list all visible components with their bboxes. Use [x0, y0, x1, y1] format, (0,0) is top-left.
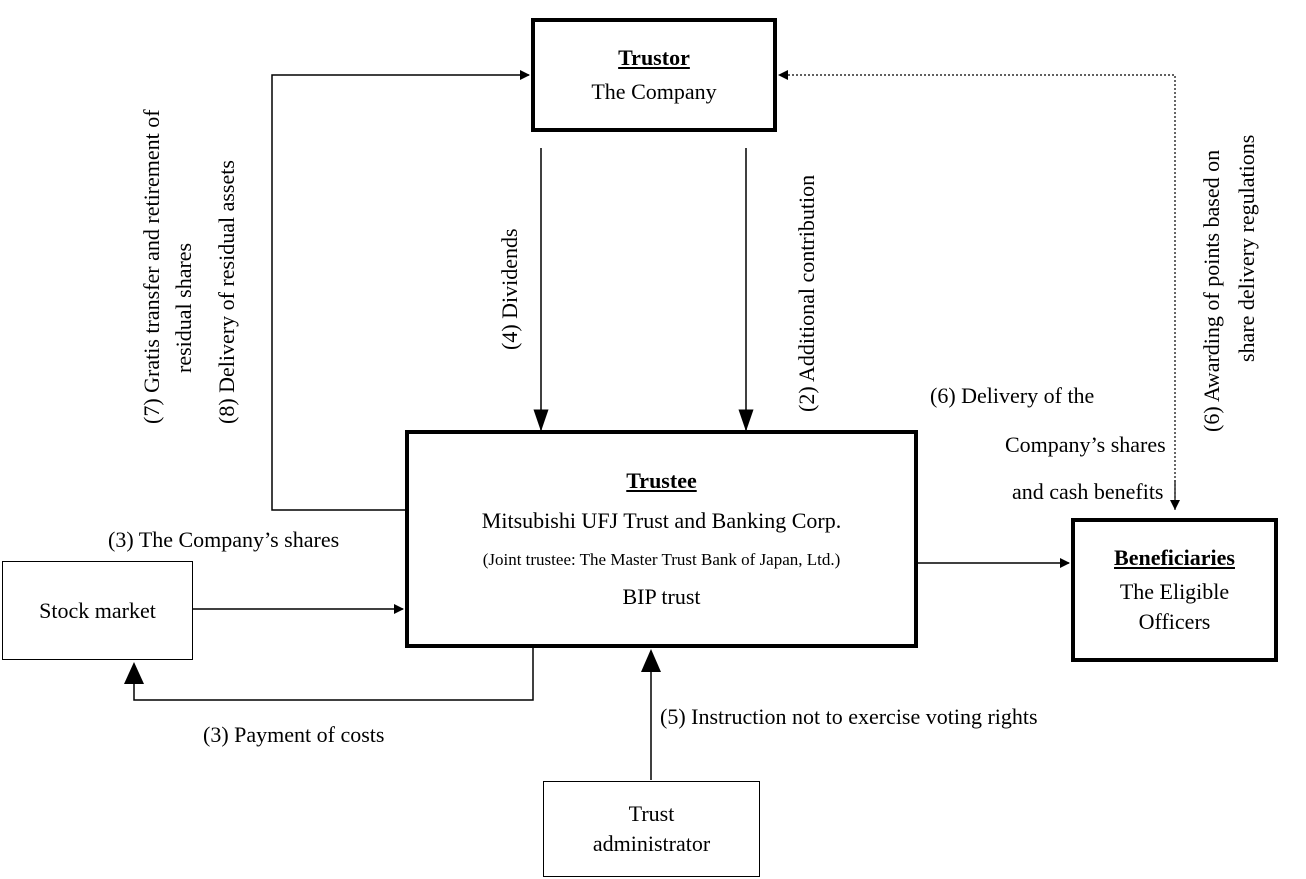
instruction-arrowhead: [641, 649, 661, 672]
shares-label: (3) The Company’s shares: [108, 527, 340, 552]
trust-administrator-box: Trust administrator: [543, 781, 760, 877]
delivery-label-line3: and cash benefits: [1012, 479, 1164, 504]
trust-admin-line2: administrator: [592, 831, 711, 856]
awarding-points-label-line2: share delivery regulations: [1234, 134, 1259, 362]
trustee-name: Mitsubishi UFJ Trust and Banking Corp.: [481, 508, 842, 533]
additional-contribution-label: (2) Additional contribution: [794, 174, 819, 412]
trustor-heading: Trustor: [618, 45, 690, 70]
dividends-label: (4) Dividends: [497, 228, 522, 350]
delivery-label-line2: Company’s shares: [1005, 432, 1166, 457]
trustee-heading: Trustee: [626, 468, 697, 493]
trustee-joint: (Joint trustee: The Master Trust Bank of…: [482, 550, 841, 569]
trustee-trust-type: BIP trust: [622, 584, 701, 609]
gratis-label: (7) Gratis transfer and retirement of: [139, 109, 164, 424]
payment-arrow: [133, 648, 534, 701]
awarding-points-label: (6) Awarding of points based on: [1199, 149, 1224, 432]
instruction-label: (5) Instruction not to exercise voting r…: [660, 704, 1038, 729]
stock-market-label: Stock market: [39, 597, 156, 623]
stock-market-box: Stock market: [2, 561, 193, 660]
gratis-label-line2: residual shares: [171, 242, 196, 373]
residual-arrow: [271, 70, 530, 511]
beneficiaries-box: Beneficiaries The Eligible Officers: [1071, 518, 1278, 662]
trustee-box: Trustee Mitsubishi UFJ Trust and Banking…: [405, 430, 918, 648]
beneficiaries-line2: Officers: [1138, 609, 1211, 634]
awarding-points-arrow: [778, 70, 1176, 510]
beneficiaries-line1: The Eligible: [1119, 579, 1230, 604]
payment-label: (3) Payment of costs: [203, 722, 385, 747]
payment-arrowhead: [124, 662, 144, 684]
delivery-residual-label: (8) Delivery of residual assets: [214, 160, 239, 424]
trust-admin-line1: Trust: [628, 801, 675, 826]
beneficiaries-heading: Beneficiaries: [1114, 545, 1235, 570]
trustor-name: The Company: [591, 79, 717, 104]
trustor-box: Trustor The Company: [531, 18, 777, 132]
delivery-label-line1: (6) Delivery of the: [930, 383, 1095, 408]
